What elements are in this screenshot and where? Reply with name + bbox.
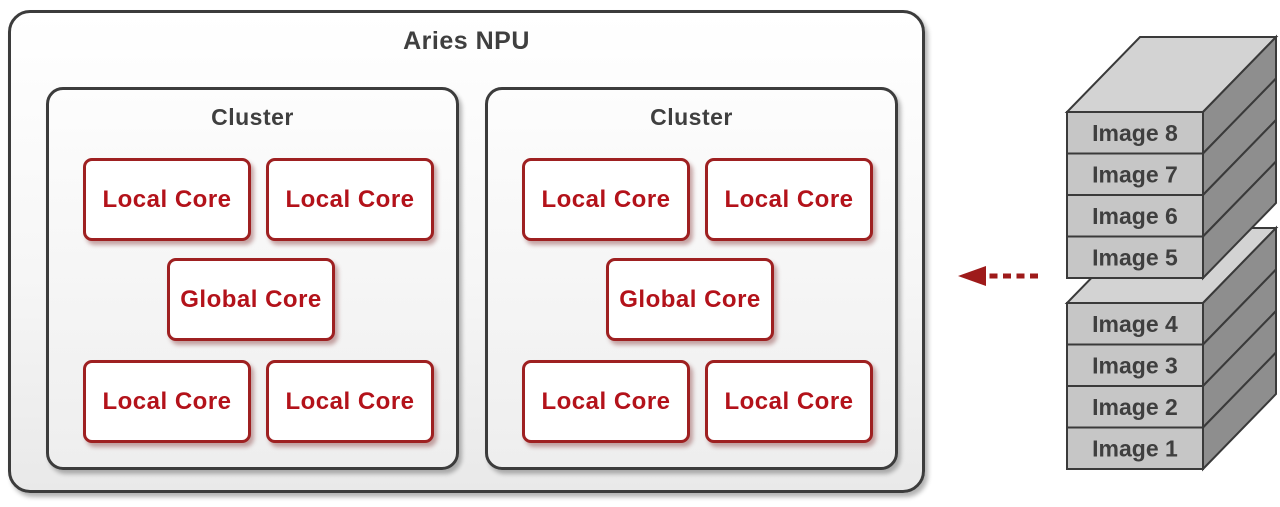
slab-label: Image 7 xyxy=(1092,162,1178,188)
core-label: Local Core xyxy=(541,185,671,213)
input-arrow-head-icon xyxy=(958,266,986,286)
cluster-2-local-core-1: Local Core xyxy=(522,158,690,241)
core-label: Local Core xyxy=(285,387,415,415)
cluster-2-local-core-4: Local Core xyxy=(705,360,873,443)
cluster-1-local-core-2: Local Core xyxy=(266,158,434,241)
cluster-2-title: Cluster xyxy=(650,104,733,130)
input-arrow xyxy=(958,266,1038,286)
core-label: Global Core xyxy=(619,285,761,313)
image-stack-top: Image 8 Image 7 Image 6 Image 5 xyxy=(1064,34,1279,281)
npu-title: Aries NPU xyxy=(403,27,530,55)
slab-front-face xyxy=(1066,235,1204,279)
npu-frame: Aries NPU Cluster Local Core Local Core … xyxy=(8,10,925,493)
slab-front-face xyxy=(1066,194,1204,238)
cluster-1: Cluster Local Core Local Core Global Cor… xyxy=(46,87,459,470)
core-label: Local Core xyxy=(285,185,415,213)
slab-front-face xyxy=(1066,426,1204,470)
slab-label: Image 2 xyxy=(1092,394,1178,420)
core-label: Local Core xyxy=(102,185,232,213)
cluster-2-global-core: Global Core xyxy=(606,258,774,341)
core-label: Local Core xyxy=(724,185,854,213)
cluster-1-title: Cluster xyxy=(211,104,294,130)
cluster-1-local-core-4: Local Core xyxy=(266,360,434,443)
slab-front-face xyxy=(1066,152,1204,196)
slab-front-face xyxy=(1066,343,1204,387)
core-label: Local Core xyxy=(541,387,671,415)
image-stack-graphic: Image 4 Image 3 Image 2 Image 1 Image 8 … xyxy=(958,34,1279,472)
core-label: Local Core xyxy=(724,387,854,415)
core-label: Global Core xyxy=(180,285,322,313)
slab-label: Image 8 xyxy=(1092,120,1178,146)
slab-front-face xyxy=(1066,111,1204,155)
slab-label: Image 6 xyxy=(1092,203,1178,229)
cluster-2: Cluster Local Core Local Core Global Cor… xyxy=(485,87,898,470)
slab-label: Image 4 xyxy=(1092,311,1178,337)
slab-label: Image 1 xyxy=(1092,436,1178,462)
cluster-1-global-core: Global Core xyxy=(167,258,335,341)
slab-label: Image 3 xyxy=(1092,353,1178,379)
slab-front-face xyxy=(1066,302,1204,346)
cluster-2-local-core-3: Local Core xyxy=(522,360,690,443)
cluster-1-local-core-1: Local Core xyxy=(83,158,251,241)
slab-label: Image 5 xyxy=(1092,245,1178,271)
core-label: Local Core xyxy=(102,387,232,415)
cluster-1-local-core-3: Local Core xyxy=(83,360,251,443)
image-stack-bottom: Image 4 Image 3 Image 2 Image 1 xyxy=(1064,225,1279,472)
cluster-2-local-core-2: Local Core xyxy=(705,158,873,241)
